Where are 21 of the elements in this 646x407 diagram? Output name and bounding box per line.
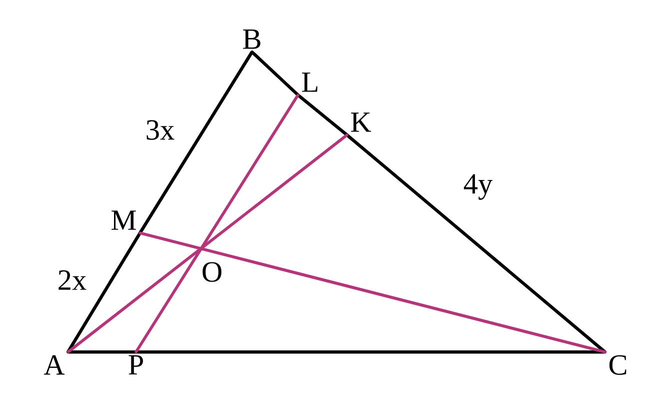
point-label: M — [112, 210, 136, 230]
point-label: A — [44, 355, 65, 375]
side-length-label: 3x — [146, 120, 174, 140]
triangle-side — [134, 350, 606, 354]
point-label: P — [128, 355, 143, 374]
triangle-side — [296, 94, 348, 136]
cevian-line — [138, 232, 606, 354]
triangle-side — [66, 232, 142, 354]
triangle-side — [66, 350, 138, 354]
triangle-side — [138, 50, 254, 234]
cevian-line — [66, 134, 348, 354]
point-label: B — [243, 30, 260, 49]
point-label: K — [351, 112, 372, 132]
side-length-label: 4y — [464, 174, 493, 200]
point-label: O — [202, 262, 222, 282]
side-length-label: 2x — [58, 270, 86, 290]
triangle-side — [346, 134, 606, 354]
cevian-line — [134, 94, 300, 354]
point-label: L — [302, 72, 318, 92]
point-label: C — [609, 355, 626, 375]
triangle-side — [250, 50, 300, 96]
